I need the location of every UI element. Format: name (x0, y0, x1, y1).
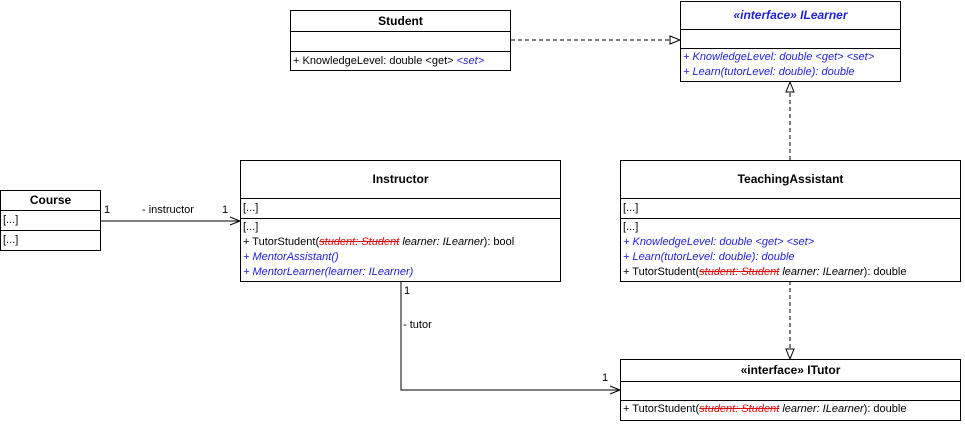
multiplicity-course-end: 1 (104, 204, 111, 216)
operation: + KnowledgeLevel: double <get> <set> (623, 236, 815, 248)
class-title: Course (1, 191, 100, 211)
operation: + MentorAssistant() (243, 251, 339, 263)
operations-section: [...] + KnowledgeLevel: double <get> <se… (621, 219, 960, 281)
association-instructor-itutor (400, 282, 620, 390)
multiplicity-instructor-source: 1 (404, 285, 411, 297)
class-title: Student (291, 11, 510, 32)
operation-placeholder: [...] (623, 221, 639, 233)
operation-tutor-student: + TutorStudent(student: Student learner:… (243, 236, 515, 248)
class-instructor[interactable]: Instructor [...] [...] + TutorStudent(st… (240, 160, 561, 282)
interface-itutor[interactable]: «interface» ITutor + TutorStudent(studen… (620, 359, 961, 421)
operations-section: [...] + TutorStudent(student: Student le… (241, 219, 560, 281)
attributes-section: [...] (1, 211, 100, 231)
operations-section: + KnowledgeLevel: double <get> <set> + L… (681, 49, 900, 81)
operations-section: + KnowledgeLevel: double <get> <set> (291, 52, 510, 70)
operation-tutor-student: + TutorStudent(student: Student learner:… (623, 266, 907, 278)
operation: + KnowledgeLevel: double <get> <set> (683, 51, 875, 63)
attributes-section (291, 32, 510, 52)
interface-ilearner[interactable]: «interface» ILearner + KnowledgeLevel: d… (680, 1, 901, 82)
operations-section: + TutorStudent(student: Student learner:… (621, 401, 960, 418)
operation: + Learn(tutorLevel: double): double (623, 251, 795, 263)
operations-section: [...] (3, 234, 19, 246)
class-title: Instructor (241, 161, 560, 199)
operation: + Learn(tutorLevel: double): double (683, 66, 855, 78)
operation: + KnowledgeLevel: double <get> <set> (293, 55, 485, 67)
operation: + MentorLearner(learner: ILearner) (243, 266, 414, 278)
attributes-section (681, 30, 900, 49)
interface-title: «interface» ILearner (681, 2, 900, 30)
multiplicity-itutor-end: 1 (602, 372, 609, 384)
attributes-section (621, 382, 960, 401)
role-instructor: - instructor (142, 204, 194, 216)
multiplicity-instructor-end: 1 (222, 204, 229, 216)
interface-title: «interface» ITutor (621, 360, 960, 382)
class-course[interactable]: Course [...] [...] (0, 190, 101, 251)
operation-placeholder: [...] (243, 221, 259, 233)
attributes-section: [...] (621, 199, 960, 219)
operation-tutor-student: + TutorStudent(student: Student learner:… (623, 403, 907, 415)
class-student[interactable]: Student + KnowledgeLevel: double <get> <… (290, 10, 511, 71)
role-tutor: - tutor (403, 319, 432, 331)
class-teaching-assistant[interactable]: TeachingAssistant [...] [...] + Knowledg… (620, 160, 961, 282)
class-title: TeachingAssistant (621, 161, 960, 199)
attributes-section: [...] (241, 199, 560, 219)
